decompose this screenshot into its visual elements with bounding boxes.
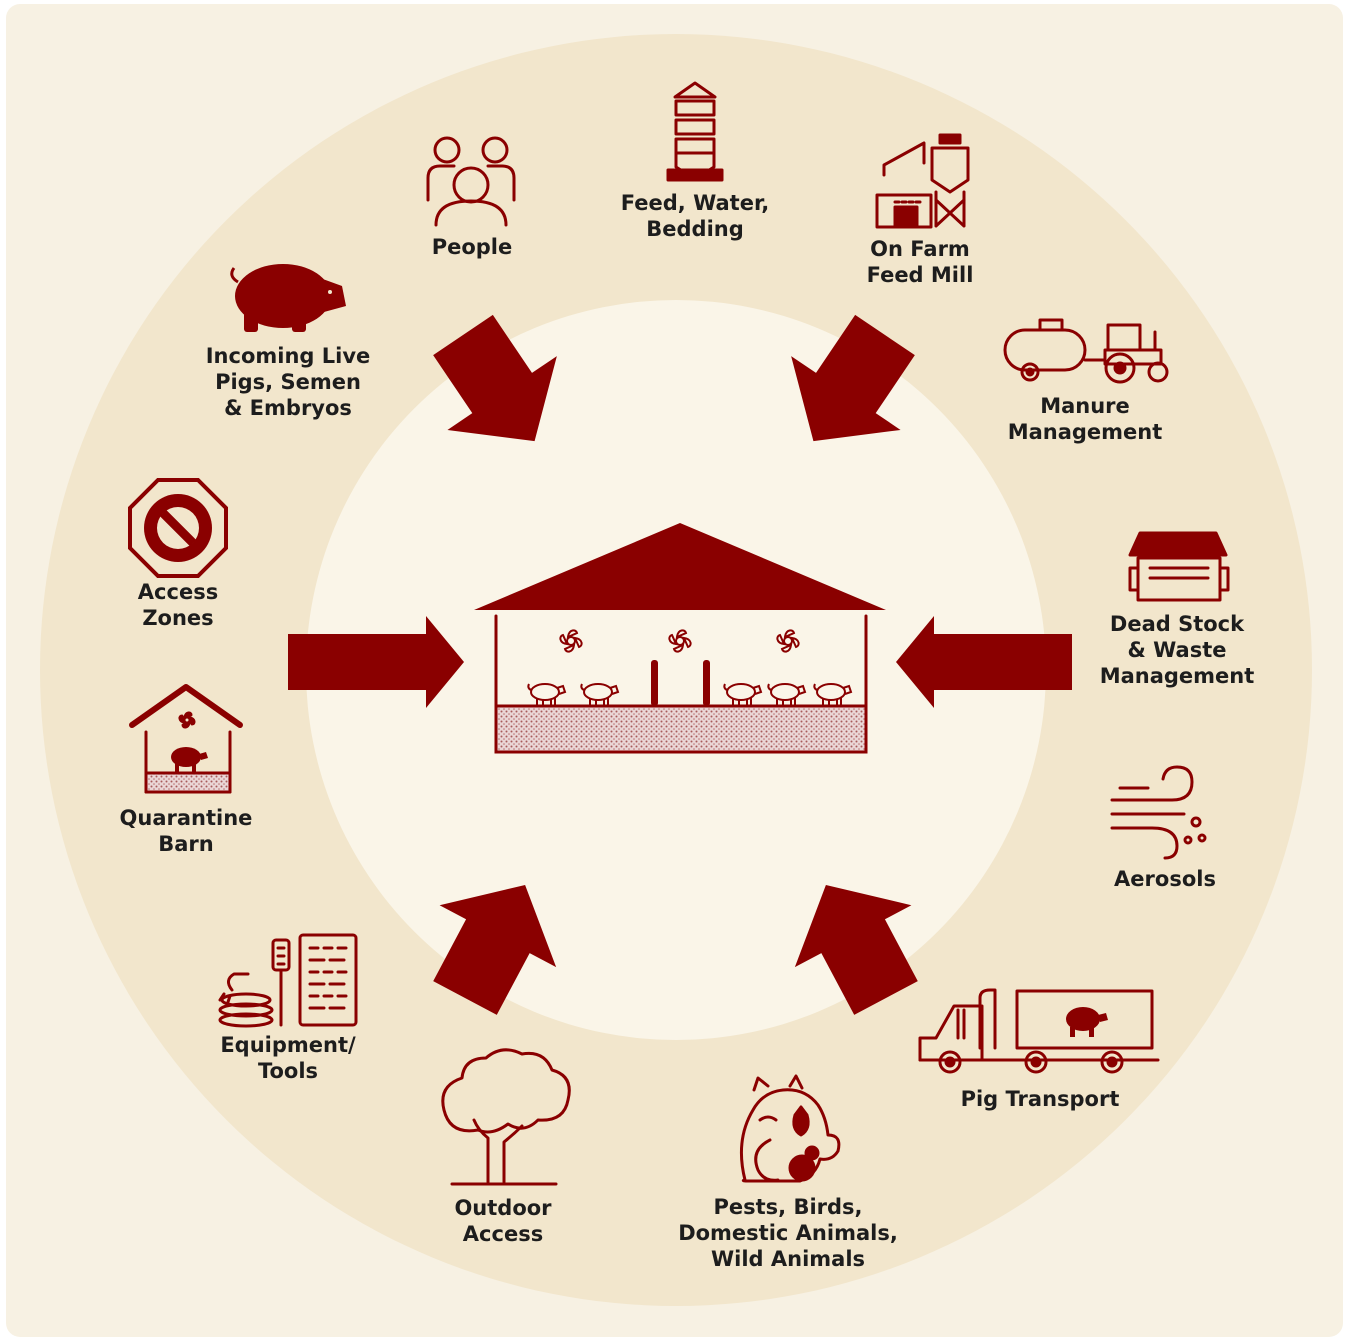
label-deadstock-line: Management <box>1100 664 1255 688</box>
barn-pigs <box>527 683 853 706</box>
arrow-top-right <box>791 314 915 442</box>
label-pests-line: Wild Animals <box>711 1247 865 1271</box>
label-pests-line: Domestic Animals, <box>678 1221 898 1245</box>
feed-bin-icon <box>666 81 724 182</box>
label-feed-line: Feed, Water, <box>621 191 769 215</box>
label-quarantine-line: Quarantine <box>120 806 253 830</box>
no-entry-icon <box>128 478 228 578</box>
label-incoming-line: Incoming Live <box>206 344 371 368</box>
label-people-line: People <box>432 235 513 259</box>
arrow-bottom-left <box>433 884 557 1015</box>
label-people: People <box>432 235 513 259</box>
label-outdoor-line: Access <box>463 1222 543 1246</box>
label-feed-line: Bedding <box>646 217 744 241</box>
label-manure-line: Management <box>1008 420 1163 444</box>
tree-icon <box>441 1048 571 1186</box>
feed-mill-icon <box>875 133 970 229</box>
tractor-tanker-icon <box>1003 318 1169 384</box>
label-equipment: Equipment/Tools <box>220 1033 356 1083</box>
quarantine-barn-icon <box>129 684 243 794</box>
barn-with-pigs-and-fans-icon <box>474 523 886 754</box>
label-access-line: Zones <box>142 606 213 630</box>
label-feedmill-line: Feed Mill <box>867 263 974 287</box>
animals-icon <box>739 1074 841 1183</box>
label-incoming-line: & Embryos <box>224 396 352 420</box>
tools-icon <box>218 933 358 1028</box>
truck-icon <box>918 988 1160 1074</box>
label-pests: Pests, Birds,Domestic Animals,Wild Anima… <box>678 1195 898 1271</box>
wind-icon <box>1110 765 1207 860</box>
arrow-top-left <box>433 314 557 442</box>
label-pests-line: Pests, Birds, <box>713 1195 862 1219</box>
label-aerosols-line: Aerosols <box>1114 867 1216 891</box>
arrow-bottom-right <box>794 884 918 1015</box>
label-feedmill-line: On Farm <box>870 237 970 261</box>
inner-circle <box>306 300 1046 1040</box>
dumpster-icon <box>1128 531 1230 602</box>
arrow-right <box>896 616 1072 708</box>
label-manure-line: Manure <box>1040 394 1130 418</box>
arrow-left <box>288 616 464 708</box>
label-aerosols: Aerosols <box>1114 867 1216 891</box>
label-transport-line: Pig Transport <box>961 1087 1120 1111</box>
arrows-group <box>288 314 1072 1015</box>
label-access-line: Access <box>138 580 218 604</box>
label-equipment-line: Tools <box>258 1059 318 1083</box>
label-transport: Pig Transport <box>961 1087 1120 1111</box>
label-incoming-line: Pigs, Semen <box>215 370 361 394</box>
barn-fans <box>559 629 800 653</box>
label-deadstock-line: Dead Stock <box>1110 612 1245 636</box>
people-icon <box>426 136 516 227</box>
label-feed: Feed, Water,Bedding <box>621 191 769 241</box>
pig-icon <box>230 264 346 332</box>
label-quarantine-line: Barn <box>158 832 213 856</box>
label-equipment-line: Equipment/ <box>220 1033 356 1057</box>
label-outdoor-line: Outdoor <box>454 1196 552 1220</box>
label-deadstock-line: & Waste <box>1128 638 1227 662</box>
